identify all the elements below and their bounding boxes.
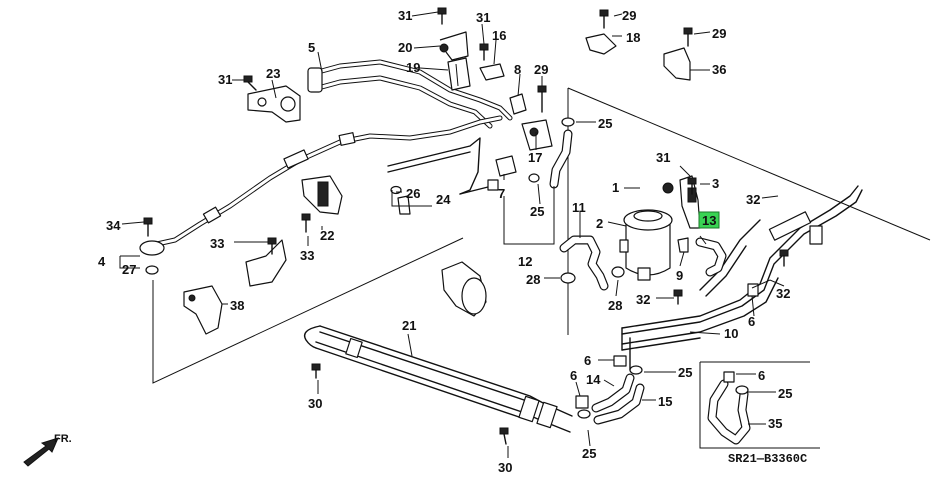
clip-6-top[interactable] <box>575 283 759 409</box>
front-arrow-icon <box>23 437 59 467</box>
washer-27[interactable] <box>145 265 159 275</box>
callout-38: 38 <box>230 298 244 313</box>
callout-31: 31 <box>656 150 670 165</box>
callout-2: 2 <box>596 216 603 231</box>
callout-26: 26 <box>406 186 420 201</box>
diagram-code: SR21—B3360C <box>728 452 807 466</box>
callout-19: 19 <box>406 60 420 75</box>
callout-28: 28 <box>608 298 622 313</box>
pipe-24[interactable] <box>387 137 499 195</box>
callout-11: 11 <box>572 200 586 215</box>
callout-17: 17 <box>528 150 542 165</box>
hose-11[interactable] <box>559 235 609 291</box>
callout-6: 6 <box>570 368 577 383</box>
callout-31: 31 <box>476 10 490 25</box>
clip-9[interactable] <box>677 237 689 253</box>
callout-29: 29 <box>712 26 726 41</box>
callout-27: 27 <box>122 262 136 277</box>
callout-7: 7 <box>498 186 505 201</box>
callout-36: 36 <box>712 62 726 77</box>
callout-4: 4 <box>98 254 106 269</box>
pipe-21[interactable] <box>303 325 573 433</box>
clip-8[interactable] <box>509 93 527 115</box>
callout-9: 9 <box>676 268 683 283</box>
callout-30: 30 <box>498 460 512 475</box>
clamp-25s[interactable] <box>528 117 749 419</box>
bracket-17[interactable] <box>521 119 553 151</box>
clamp-19[interactable] <box>447 57 471 91</box>
reservoir[interactable] <box>619 209 673 281</box>
damper-block[interactable] <box>441 261 487 317</box>
callout-25: 25 <box>778 386 792 401</box>
callout-20: 20 <box>398 40 412 55</box>
callout-23: 23 <box>266 66 280 81</box>
callout-25: 25 <box>598 116 612 131</box>
callout-25: 25 <box>530 204 544 219</box>
hose-13[interactable] <box>695 237 727 277</box>
callout-6: 6 <box>758 368 765 383</box>
callouts: 31 31 20 16 19 5 31 23 8 29 29 18 29 36 … <box>98 8 792 475</box>
callout-15: 15 <box>658 394 672 409</box>
washer-26[interactable] <box>390 185 411 215</box>
clip-7-body[interactable] <box>495 155 517 177</box>
callout-31: 31 <box>398 8 412 23</box>
clamp-18[interactable] <box>585 33 617 55</box>
callout-21: 21 <box>402 318 416 333</box>
callout-29: 29 <box>534 62 548 77</box>
pressure-hose[interactable] <box>139 115 503 256</box>
callout-33: 33 <box>300 248 314 263</box>
clamp-16[interactable] <box>479 63 505 81</box>
bracket-36[interactable] <box>663 47 691 81</box>
hose-35[interactable] <box>707 379 751 445</box>
hose-15[interactable] <box>593 383 645 425</box>
callout-25: 25 <box>678 365 692 380</box>
callout-3: 3 <box>712 176 719 191</box>
callout-35: 35 <box>768 416 782 431</box>
reference-lines <box>152 87 931 449</box>
bracket-23[interactable] <box>247 85 301 123</box>
callout-8: 8 <box>514 62 521 77</box>
clamp-20[interactable] <box>439 31 469 61</box>
callout-25: 25 <box>582 446 596 461</box>
bracket-38[interactable] <box>183 285 223 335</box>
callout-14: 14 <box>586 372 601 387</box>
clip-28s[interactable] <box>560 266 625 284</box>
hose-14[interactable] <box>591 373 635 413</box>
callout-32: 32 <box>746 192 760 207</box>
callout-24: 24 <box>436 192 451 207</box>
bracket-22[interactable] <box>301 175 343 215</box>
callout-6: 6 <box>584 353 591 368</box>
callout-30: 30 <box>308 396 322 411</box>
callout-16: 16 <box>492 28 506 43</box>
callout-10: 10 <box>724 326 738 341</box>
callout-12: 12 <box>518 254 532 269</box>
bolts[interactable] <box>143 7 789 445</box>
callout-28: 28 <box>526 272 540 287</box>
hose-7[interactable] <box>549 129 573 189</box>
pipe-5[interactable] <box>307 59 513 129</box>
callout-1: 1 <box>612 180 619 195</box>
callout-29: 29 <box>622 8 636 23</box>
leader-lines <box>119 11 785 458</box>
callout-33: 33 <box>210 236 224 251</box>
callout-32: 32 <box>636 292 650 307</box>
callout-18: 18 <box>626 30 640 45</box>
front-label: FR. <box>54 433 72 445</box>
callout-5: 5 <box>308 40 315 55</box>
bracket-3[interactable] <box>662 175 701 229</box>
callout-31: 31 <box>218 72 232 87</box>
callout-13-highlight <box>698 211 720 229</box>
pipe-10[interactable] <box>621 185 863 371</box>
callout-22: 22 <box>320 228 334 243</box>
callout-13: 13 <box>702 213 716 228</box>
callout-34: 34 <box>106 218 121 233</box>
callout-32: 32 <box>776 286 790 301</box>
bracket-33[interactable] <box>245 239 287 287</box>
callout-6: 6 <box>748 314 755 329</box>
